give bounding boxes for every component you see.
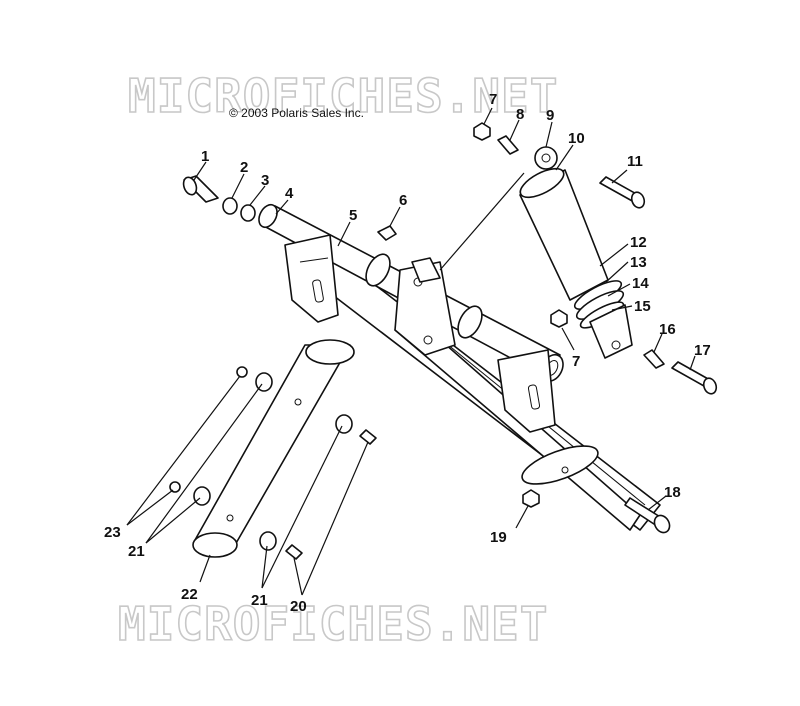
bolt-17-head: [702, 377, 718, 395]
washer-2: [222, 197, 238, 215]
callout-1: 1: [201, 148, 209, 165]
axle-18-end: [653, 514, 671, 534]
callout-16: 16: [659, 321, 676, 338]
callout-22: 22: [181, 586, 198, 603]
washer-21-b: [193, 486, 211, 506]
bolt-1: [182, 175, 219, 203]
callout-11: 11: [627, 153, 643, 170]
callout-3: 3: [261, 172, 269, 189]
callout-18: 18: [664, 484, 681, 501]
nut-23-a: [236, 366, 248, 378]
washer-21-d: [259, 531, 277, 551]
watermark-bottom: MICROFICHES.NET: [118, 597, 548, 651]
copyright-text: © 2003 Polaris Sales Inc.: [229, 106, 364, 120]
nut-7-lower: [550, 309, 568, 328]
callout-5: 5: [349, 207, 357, 224]
callout-labels: 1 2 3 4 5 6 7 7 8 9 10 11 12 13 14 15 16…: [104, 91, 711, 615]
shock-absorber: [519, 146, 633, 359]
callout-7-lower: 7: [572, 353, 580, 370]
link-arm-22: [192, 339, 355, 558]
clip-6: [377, 225, 397, 241]
callout-12: 12: [630, 234, 647, 251]
callout-7-top: 7: [489, 91, 497, 108]
washer-3: [240, 204, 256, 222]
callout-17: 17: [694, 342, 711, 359]
callout-6: 6: [399, 192, 407, 209]
callout-9: 9: [546, 107, 554, 124]
nut-7-top: [473, 122, 491, 141]
callout-14: 14: [632, 275, 649, 292]
callout-8: 8: [516, 106, 524, 123]
leader-lines: [126, 107, 696, 596]
callout-23: 23: [104, 524, 121, 541]
washer-21-c: [335, 414, 353, 434]
nut-19: [522, 489, 540, 508]
callout-4: 4: [285, 185, 294, 202]
front-arm: [299, 249, 661, 531]
sleeve-16: [643, 349, 665, 369]
callout-15: 15: [634, 298, 651, 315]
bolt-11-head: [630, 191, 646, 209]
bracket-right: [497, 349, 556, 433]
callout-21-left: 21: [128, 543, 145, 560]
callout-10: 10: [568, 130, 585, 147]
bolt-20-a: [359, 429, 377, 445]
bolt-20-b: [285, 544, 303, 560]
shock-mount-bracket: [394, 257, 456, 356]
callout-19: 19: [490, 529, 507, 546]
watermark-top: MICROFICHES.NET: [128, 69, 558, 123]
nut-23-b: [169, 481, 181, 493]
callout-20: 20: [290, 598, 307, 615]
callout-13: 13: [630, 254, 647, 271]
sleeve-8: [497, 135, 519, 155]
callout-21-bottom: 21: [251, 592, 268, 609]
bracket-left: [284, 234, 339, 323]
callout-2: 2: [240, 159, 248, 176]
